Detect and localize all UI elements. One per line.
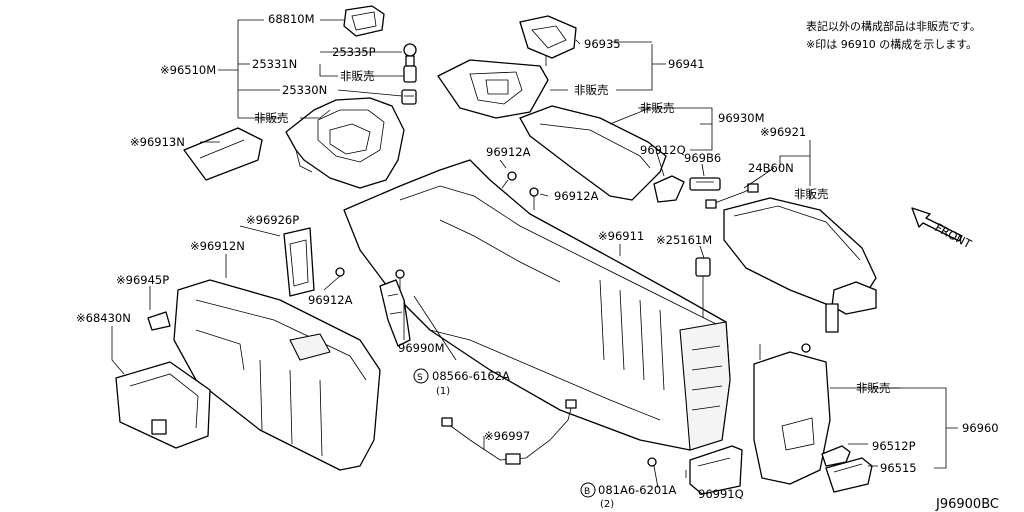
part-96926p-pad bbox=[283, 227, 315, 297]
part-96997-wire-harness bbox=[441, 399, 577, 465]
label-not-sold-b: 非販売 bbox=[254, 111, 289, 125]
label-25330n: 25330N bbox=[282, 83, 327, 97]
label-96990m: 96990M bbox=[398, 341, 445, 355]
label-25161m: ※25161M bbox=[656, 233, 712, 247]
label-not-sold-d: 非販売 bbox=[640, 101, 675, 115]
label-68810m: 68810M bbox=[268, 12, 315, 26]
label-96926p: ※96926P bbox=[246, 213, 299, 227]
part-96930m-console-lid bbox=[519, 105, 667, 201]
front-arrow-icon bbox=[911, 207, 963, 242]
part-24860n-harness bbox=[705, 183, 759, 209]
note-line-2: ※印は 96910 の構成を示します。 bbox=[806, 38, 977, 51]
leader-lines bbox=[111, 19, 958, 489]
label-96986: 969B6 bbox=[684, 151, 721, 165]
part-96986-usb-module bbox=[689, 177, 721, 191]
front-label: FRONT bbox=[933, 220, 975, 251]
label-96512p: 96512P bbox=[872, 439, 916, 453]
label-not-sold-a: 非販売 bbox=[340, 69, 375, 83]
bolt-callout-081a6: B 081A6-6201A (2) bbox=[580, 482, 677, 510]
part-96912n-side-finisher bbox=[173, 279, 381, 471]
part-96913n-mat bbox=[183, 127, 263, 181]
part-96941-console-finisher bbox=[437, 59, 549, 119]
part-96515-ashtray bbox=[825, 457, 873, 493]
label-96515: 96515 bbox=[880, 461, 917, 475]
part-96912a-screw-1 bbox=[501, 171, 517, 189]
label-24860n: 24B60N bbox=[748, 161, 794, 175]
front-direction-indicator: FRONT bbox=[911, 207, 975, 252]
note-line-1: 表記以外の構成部品は非販売です。 bbox=[806, 19, 981, 33]
label-96912a-3: 96912A bbox=[308, 293, 353, 307]
part-96960-rear-finisher bbox=[753, 343, 831, 485]
b-badge-letter: B bbox=[584, 487, 590, 497]
qty-08566: (1) bbox=[436, 386, 450, 397]
label-081a6-6201a: 081A6-6201A bbox=[598, 483, 677, 497]
screw-callout-08566: S 08566-6162A (1) bbox=[413, 368, 510, 397]
label-not-sold-e: 非販売 bbox=[794, 187, 829, 201]
diagram-code: J96900BC bbox=[935, 497, 999, 512]
label-96912n: ※96912N bbox=[190, 239, 245, 253]
label-96912a-1: 96912A bbox=[486, 145, 531, 159]
part-25330n-socket bbox=[401, 89, 417, 105]
s-badge-letter: S bbox=[417, 373, 423, 383]
label-not-sold-f: 非販売 bbox=[856, 381, 891, 395]
s-badge-icon bbox=[413, 368, 429, 384]
qty-081a6: (2) bbox=[600, 499, 614, 510]
part-96921-armrest bbox=[723, 197, 877, 333]
label-96960: 96960 bbox=[962, 421, 999, 435]
part-081a6-bolt bbox=[647, 457, 657, 467]
part-96912a-screw-3 bbox=[335, 267, 345, 277]
part-96945p-clip bbox=[147, 311, 171, 331]
label-68430n: ※68430N bbox=[76, 311, 131, 325]
part-96512p-clip bbox=[821, 445, 851, 467]
part-96991q-bracket bbox=[689, 445, 743, 495]
label-08566-6162a: 08566-6162A bbox=[432, 369, 510, 383]
part-25331n-socket bbox=[403, 65, 417, 83]
label-96945p: ※96945P bbox=[116, 273, 169, 287]
label-96930m: 96930M bbox=[718, 111, 765, 125]
label-96935: 96935 bbox=[584, 37, 621, 51]
label-25335p: 25335P bbox=[332, 45, 376, 59]
label-96921: ※96921 bbox=[760, 125, 806, 139]
label-25331n: 25331N bbox=[252, 57, 297, 71]
label-96912a-2: 96912A bbox=[554, 189, 599, 203]
part-68810m-cup-lid bbox=[343, 5, 385, 37]
label-96911: ※96911 bbox=[598, 229, 644, 243]
part-25335p-clip bbox=[403, 43, 417, 67]
part-25161m-power-socket bbox=[695, 257, 711, 318]
part-96935-shift-boot bbox=[519, 15, 577, 66]
label-96991q: 96991Q bbox=[698, 487, 744, 501]
part-96912q-cover bbox=[653, 175, 685, 203]
b-badge-icon bbox=[580, 482, 596, 498]
label-96913n: ※96913N bbox=[130, 135, 185, 149]
label-96941: 96941 bbox=[668, 57, 705, 71]
part-96510m-cup-holder-housing bbox=[285, 97, 405, 189]
part-68430n-box bbox=[115, 361, 211, 449]
label-not-sold-c: 非販売 bbox=[574, 83, 609, 97]
part-96912a-screw-2 bbox=[529, 187, 539, 210]
label-96997: ※96997 bbox=[484, 429, 530, 443]
label-96912q: 96912Q bbox=[640, 143, 686, 157]
label-96510m: ※96510M bbox=[160, 63, 216, 77]
part-96990m-bracket bbox=[379, 279, 411, 347]
part-08566-screw bbox=[395, 269, 405, 290]
part-96911-main-console bbox=[343, 159, 731, 451]
